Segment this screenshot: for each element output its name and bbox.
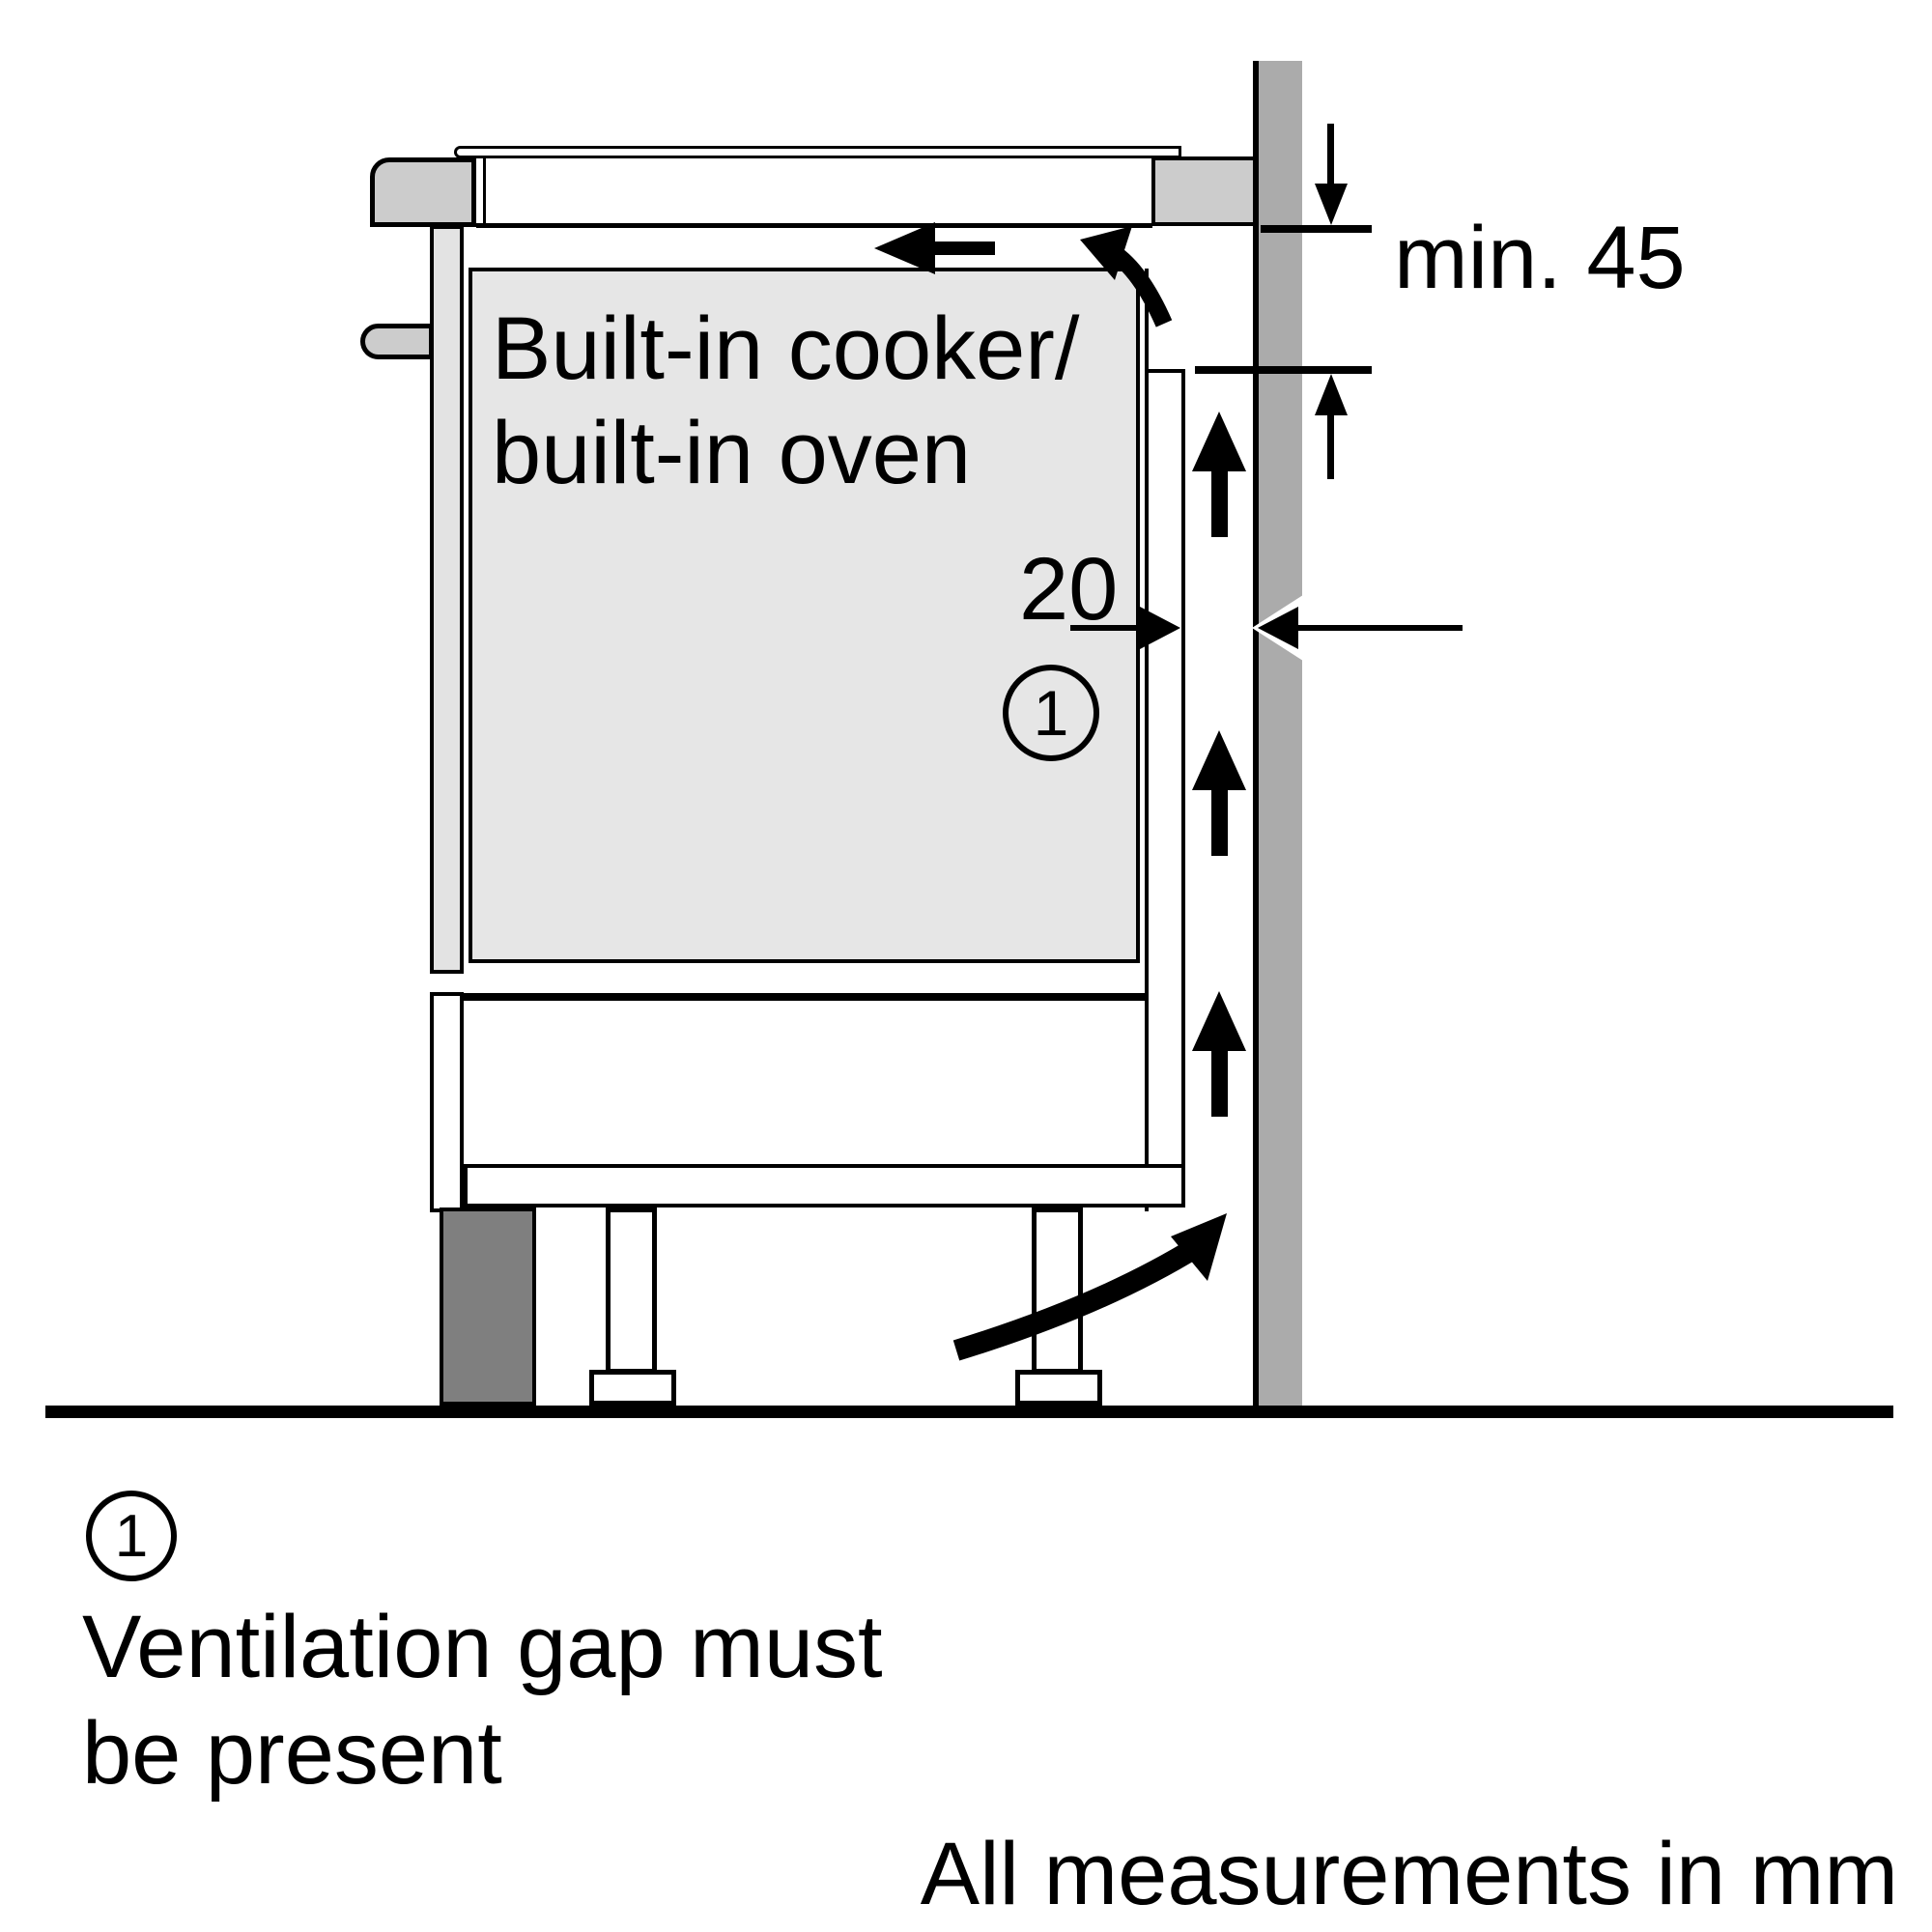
control-knob — [360, 324, 434, 359]
airflow-curved-arrow-icon — [952, 1213, 1227, 1361]
dimension-up-arrow-icon — [1315, 374, 1348, 415]
oven-label: Built-in cooker/built-in oven — [492, 297, 1079, 505]
foot-base — [1015, 1370, 1102, 1406]
dimension-down-arrow-icon — [1327, 124, 1334, 191]
plinth — [440, 1208, 536, 1406]
callout-1-badge: 1 — [1003, 665, 1099, 761]
callout-number: 1 — [1033, 677, 1069, 749]
airflow-up-arrow-icon — [1192, 991, 1246, 1117]
footnote-line1: Ventilation gap must — [82, 1598, 883, 1696]
foot-base — [589, 1370, 676, 1406]
units-note: All measurements in mm — [920, 1825, 1898, 1923]
footnote-line2: be present — [82, 1704, 502, 1803]
foot-stem — [1032, 1208, 1083, 1374]
worktop-block — [1151, 156, 1257, 226]
airflow-left-arrow-icon — [874, 222, 995, 274]
cabinet-left-panel — [430, 225, 464, 974]
airflow-up-arrow-icon — [1192, 412, 1246, 537]
hob-body-bottom-line — [476, 223, 1152, 228]
hob-body-inner-line — [483, 157, 486, 223]
airflow-up-arrow-icon — [1192, 730, 1246, 856]
ventilation-rail — [1145, 369, 1185, 1208]
wall — [1259, 61, 1302, 1406]
oven-box — [469, 268, 1140, 963]
oven-label-line1: Built-in cooker/ — [492, 299, 1080, 398]
gap-dimension-label: 20 — [1019, 540, 1119, 639]
hob-glass-top — [454, 146, 1181, 158]
wall-edge-line — [1253, 61, 1259, 1406]
foot-stem — [606, 1208, 657, 1374]
oven-label-line2: built-in oven — [492, 404, 972, 502]
footnote-1-badge: 1 — [86, 1491, 177, 1581]
cabinet-bottom-band — [464, 1164, 1185, 1208]
floor-line — [45, 1406, 1893, 1418]
cabinet-left-panel-lower — [430, 992, 464, 1212]
min45-dimension-label: min. 45 — [1394, 209, 1686, 307]
drawer-top-line — [464, 993, 1145, 1001]
footnote-number: 1 — [114, 1502, 149, 1570]
hob-front-trim — [370, 157, 476, 227]
